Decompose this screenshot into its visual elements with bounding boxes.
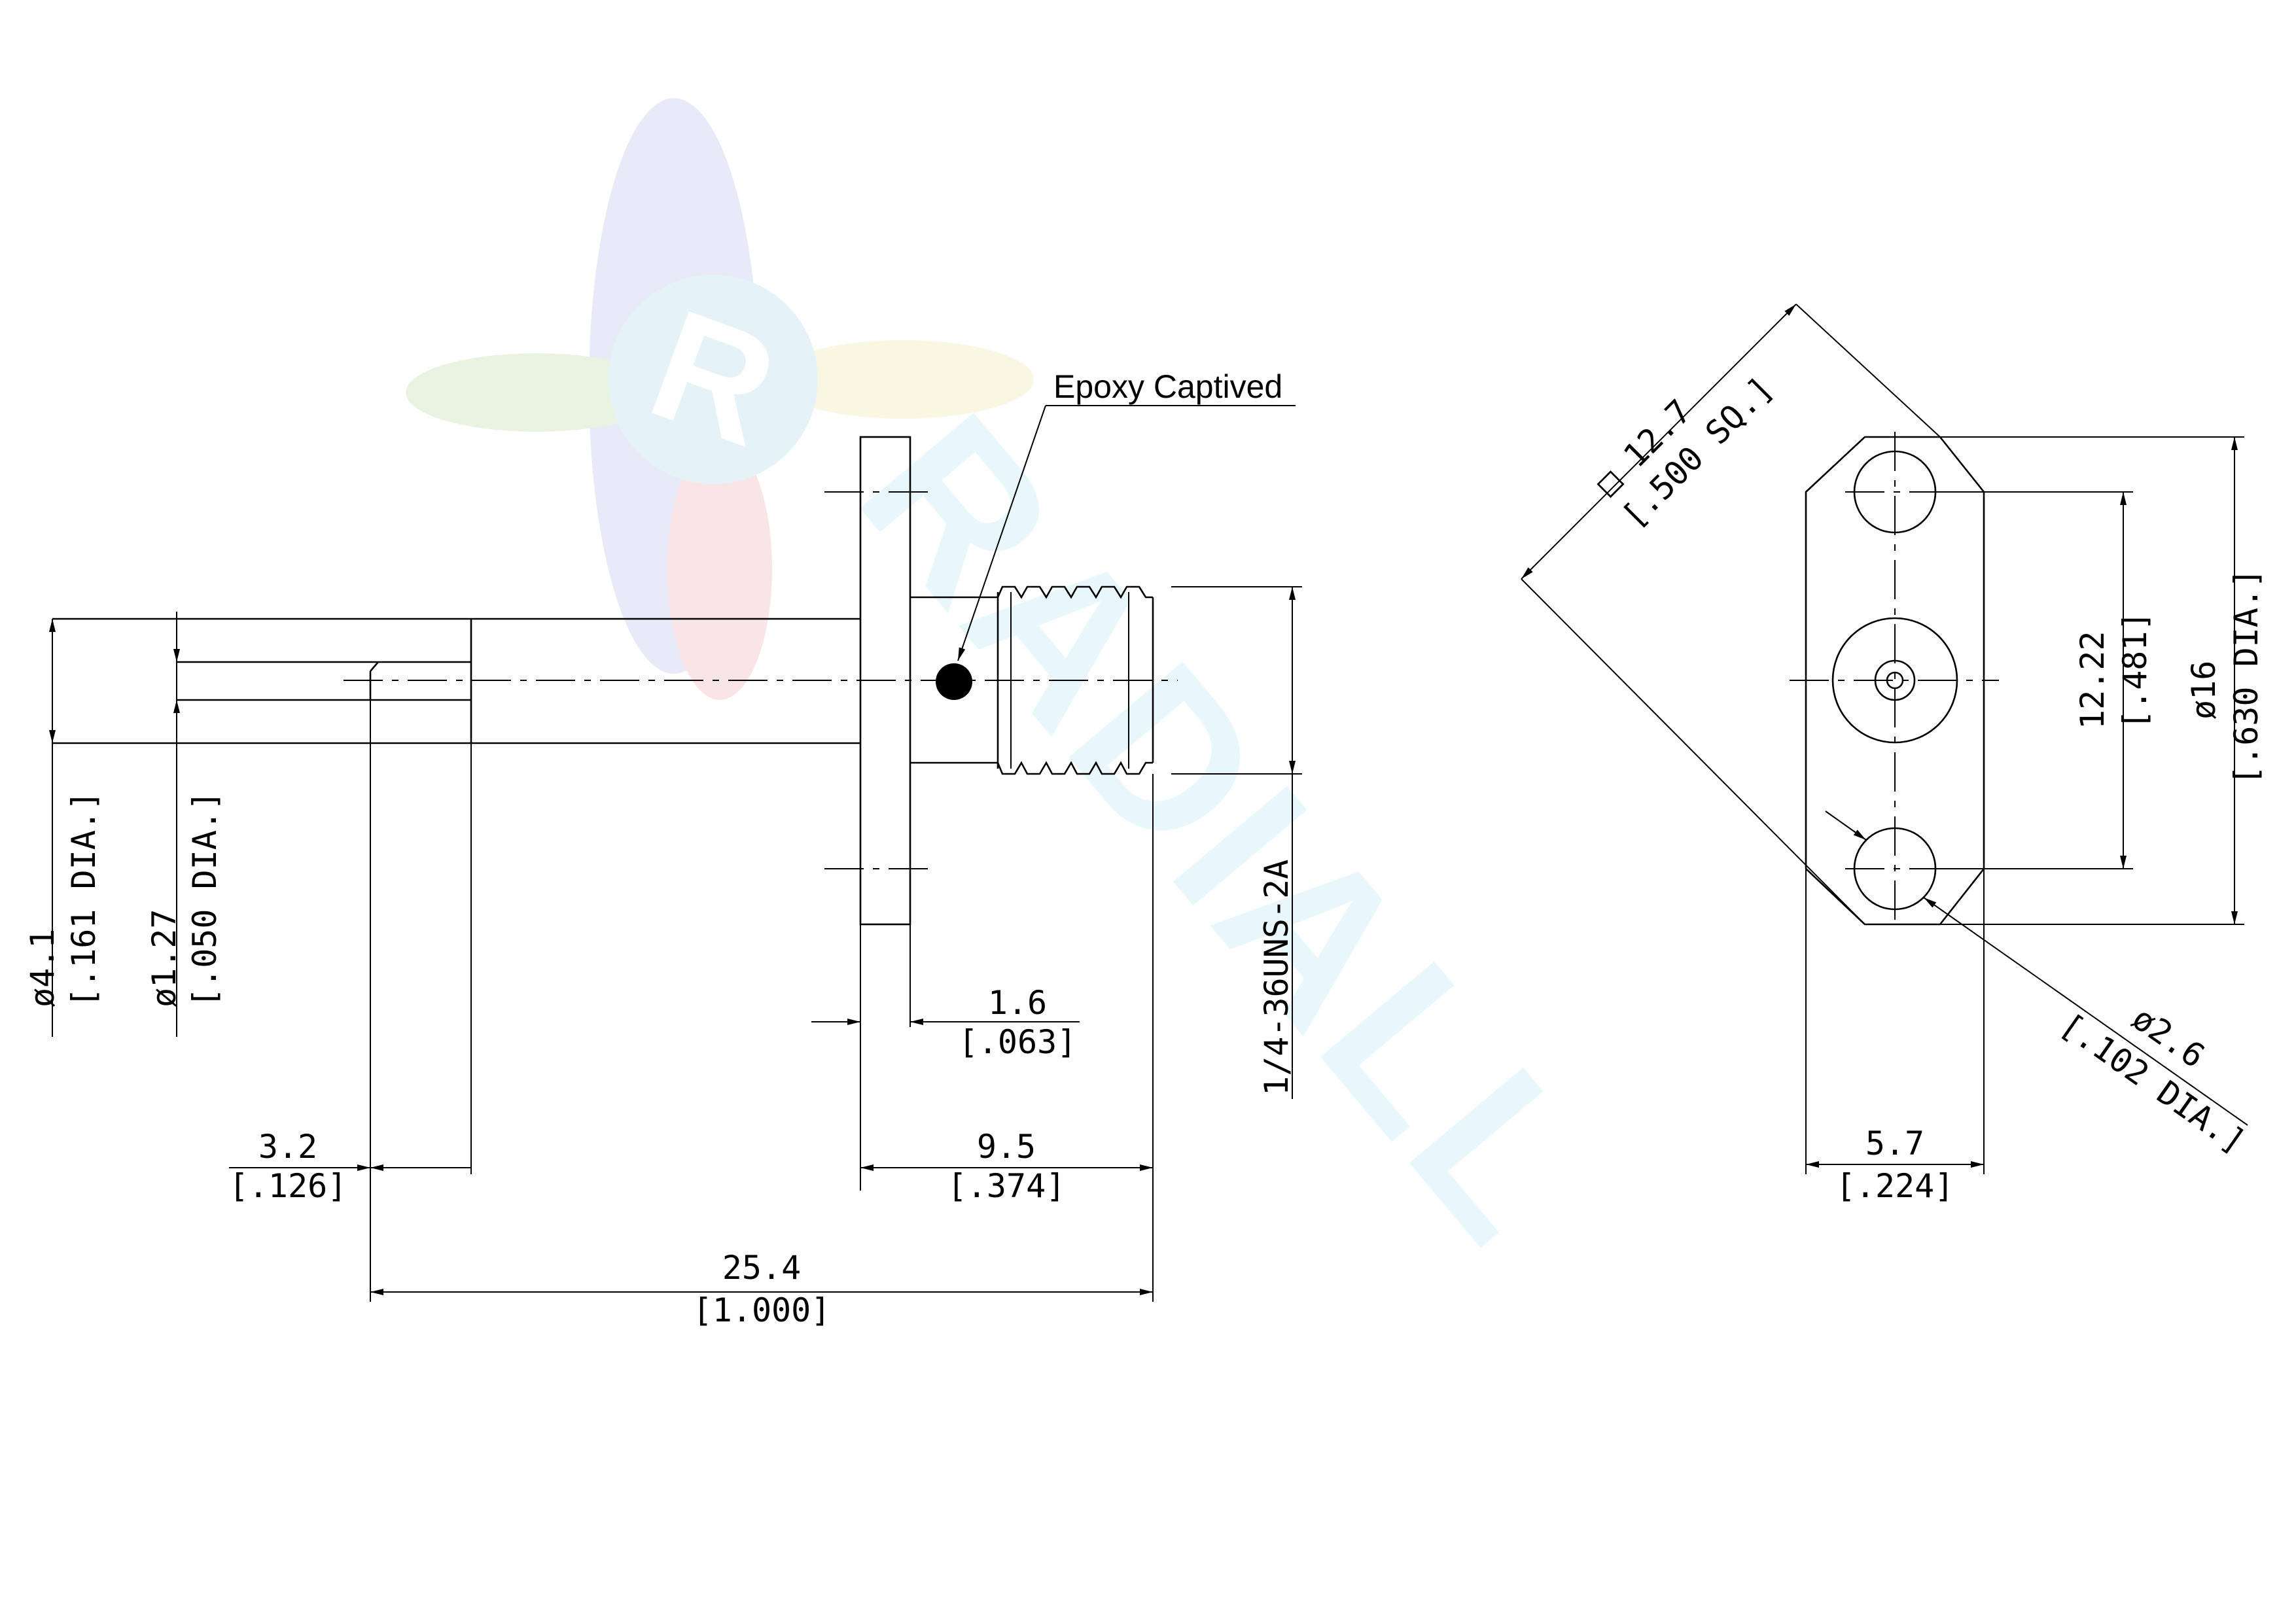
- logo-petal-left: [406, 353, 667, 432]
- svg-text:[.481]: [.481]: [2116, 611, 2154, 729]
- svg-text:3.2: 3.2: [258, 1128, 317, 1166]
- logo-wordmark: RADIALL: [815, 372, 1638, 1287]
- svg-text:25.4: 25.4: [722, 1249, 801, 1287]
- svg-text:[.050 DIA.]: [.050 DIA.]: [186, 791, 224, 1007]
- svg-text:12.22: 12.22: [2074, 631, 2111, 729]
- dim-flange-width: 5.7 [.224]: [1805, 869, 1985, 1205]
- logo-petal-bottom: [667, 438, 772, 700]
- epoxy-label: Epoxy Captived: [1053, 368, 1282, 405]
- svg-text:[.224]: [.224]: [1836, 1167, 1954, 1205]
- svg-text:ø4.1: ø4.1: [24, 929, 62, 1007]
- epoxy-dot: [936, 663, 972, 700]
- threaded-section: [997, 585, 1154, 775]
- svg-text:[.374]: [.374]: [947, 1167, 1066, 1205]
- dim-hole-diameter: ø2.6 [.102 DIA.]: [1825, 811, 2253, 1161]
- dim-inner-diameter: ø1.27 [.050 DIA.]: [145, 612, 224, 1037]
- company-logo-watermark: R RADIALL: [406, 98, 1639, 1287]
- svg-text:[.161 DIA.]: [.161 DIA.]: [65, 791, 103, 1007]
- svg-text:9.5: 9.5: [977, 1128, 1036, 1166]
- dim-hole-spacing: 12.22 [.481]: [1945, 491, 2154, 869]
- epoxy-callout: Epoxy Captived: [957, 368, 1296, 661]
- svg-text:1.6: 1.6: [988, 984, 1047, 1022]
- svg-text:ø1.27: ø1.27: [145, 909, 183, 1007]
- logo-petal-right: [772, 340, 1034, 419]
- svg-text:[1.000]: [1.000]: [693, 1291, 831, 1329]
- logo-disc: [609, 275, 818, 484]
- svg-text:1/4-36UNS-2A: 1/4-36UNS-2A: [1258, 860, 1296, 1096]
- dim-outer-diameter: ø4.1 [.161 DIA.]: [24, 619, 103, 1037]
- front-view: □ 12.7 [.500 SQ.] 12.22 [.481] ø16 [.630…: [1521, 304, 2265, 1205]
- dim-thread: 1/4-36UNS-2A: [1171, 586, 1302, 1099]
- svg-text:[.063]: [.063]: [959, 1023, 1077, 1061]
- svg-text:[.630 DIA.]: [.630 DIA.]: [2227, 568, 2265, 785]
- dim-total-length: 25.4 [1.000]: [370, 1249, 1153, 1329]
- svg-text:5.7: 5.7: [1865, 1125, 1924, 1162]
- flange: [859, 436, 911, 926]
- side-view: Epoxy Captived ø4.1 [.161 DIA.] ø1.27 [.…: [24, 368, 1302, 1329]
- center-pin: [177, 661, 471, 701]
- svg-text:ø16: ø16: [2185, 661, 2223, 720]
- dim-flange-height: ø16 [.630 DIA.]: [1940, 436, 2265, 925]
- svg-text:[.126]: [.126]: [229, 1167, 347, 1205]
- neck: [910, 596, 998, 764]
- dim-pin-length: 3.2 [.126]: [229, 700, 472, 1302]
- body-shank: [52, 618, 860, 744]
- dim-body-length: 9.5 [.374]: [860, 774, 1154, 1302]
- dim-flange-thickness: 1.6 [.063]: [811, 924, 1080, 1191]
